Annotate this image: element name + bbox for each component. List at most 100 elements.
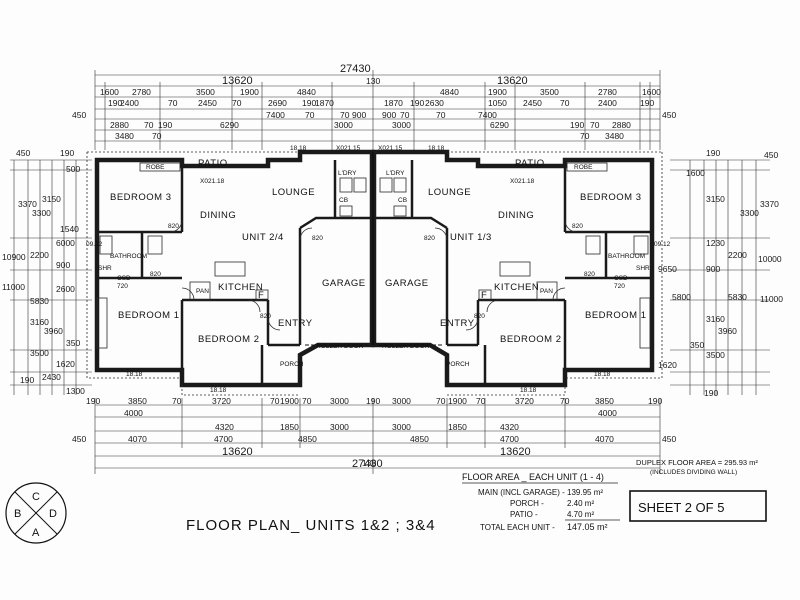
fridge-left-label: F [258,290,264,301]
dim-center-bottom: 130 [362,458,376,468]
dim-label: 3300 [740,208,759,218]
area-heading: FLOOR AREA _ EACH UNIT (1 - 4) [462,472,604,482]
title-block: FLOOR PLAN_ UNITS 1&2 ; 3&4 [186,517,435,534]
fridge-right-label: F [481,290,487,301]
roller-door-left-label: ROLLER DOOR [316,343,364,350]
bedroom-2-right-label: BEDROOM 2 [500,334,562,345]
dim-label: 190 [60,148,74,158]
dim-label: 190 [302,98,316,108]
dim-label: 1620 [658,360,677,370]
window-code-label: 18.18 [428,145,445,152]
dim-label: 5800 [672,292,691,302]
shower-right-label: SHR [636,265,650,272]
kitchen-left-label: KITCHEN [218,282,263,293]
dim-label: 1850 [280,422,299,432]
building-outline [86,149,663,396]
dim-label: 70 [560,98,570,108]
dim-label: 3000 [330,396,349,406]
bathroom-left-label: BATHROOM [110,253,147,260]
dim-half-right-top: 13620 [497,75,528,87]
dim-label: 3500 [196,87,215,97]
dim-label: 900 [56,260,70,270]
unit-2-4-label: UNIT 2/4 [242,232,284,243]
top-dimension-chains: 27430 13620 13620 130 1600 2780 3500 190… [72,63,676,150]
window-code-label: 09.12 [86,241,103,248]
dim-label: 70 [476,396,486,406]
door-size-label: 820 [572,223,583,230]
csd-right-label: CSD [614,275,628,282]
dim-label: 450 [764,150,778,160]
window-code-label: X021.18 [510,178,535,185]
dim-label: 3500 [30,348,49,358]
dim-label: 1600 [686,168,705,178]
dim-label: 70 [305,110,315,120]
dim-label: 450 [662,434,676,444]
door-size-label: 820 [260,313,271,320]
dim-label: 2690 [268,98,287,108]
csd-size-label: 720 [117,283,128,290]
dim-label: 6000 [56,238,75,248]
area-total-value: 147.05 m² [567,522,608,532]
dim-label: 1230 [706,238,725,248]
dim-label: 190 [108,98,122,108]
lounge-left-label: LOUNGE [272,187,315,198]
right-dimension-chains: 450 190 1600 3370 3150 3300 1230 2200 10… [658,148,783,398]
entry-right-label: ENTRY [440,318,475,329]
dim-label: 1620 [56,359,75,369]
dim-label: 190 [86,396,100,406]
dim-label: 70 [232,98,242,108]
dim-label: 7400 [266,110,285,120]
unit-1-3-label: UNIT 1/3 [450,232,492,243]
dim-half-left-bottom: 13620 [222,446,253,458]
area-schedule: FLOOR AREA _ EACH UNIT (1 - 4) MAIN (INC… [462,458,758,532]
dim-label: 190 [20,375,34,385]
bedroom-3-left-label: BEDROOM 3 [110,192,172,203]
dim-label: 4320 [500,422,519,432]
dim-label: 4320 [215,422,234,432]
dim-label: 3500 [706,350,725,360]
cb-right-label: CB [398,197,407,204]
logo-letter-c: C [32,491,40,503]
dim-label: 1870 [315,98,334,108]
area-patio-value: 4.70 m² [567,510,594,519]
dim-label: 3480 [115,131,134,141]
dim-label: 3000 [334,120,353,130]
bedroom-1-right-label: BEDROOM 1 [585,310,647,321]
dim-label: 2450 [198,98,217,108]
dim-label: 350 [66,338,80,348]
dining-left-label: DINING [200,210,236,221]
kitchen-right-label: KITCHEN [494,282,539,293]
dim-label: 190 [706,148,720,158]
dim-label: 5830 [30,296,49,306]
dim-label: 5830 [728,292,747,302]
dim-label: 450 [662,110,676,120]
dim-label: 70 [436,110,446,120]
dim-label: 190 [366,396,380,406]
dim-label: 3300 [32,208,51,218]
area-patio-label: PATIO - [510,510,538,519]
window-code-label: X021.15 [378,145,403,152]
dim-label: 900 [706,264,720,274]
sheet-number: SHEET 2 OF 5 [638,500,724,515]
dim-label: 4850 [410,434,429,444]
dim-label: 1900 [240,87,259,97]
dim-label: 2200 [728,250,747,260]
garage-left-label: GARAGE [322,278,366,289]
dim-label: 70 [144,120,154,130]
dim-label: 3720 [212,396,231,406]
door-size-label: 820 [584,271,595,278]
dim-label: 70 [270,396,280,406]
dim-half-left-top: 13620 [222,75,253,87]
logo-letter-d: D [49,508,57,520]
dim-overall-bottom: 27430 [352,458,383,470]
dim-label: 1900 [488,87,507,97]
sheet-number-box: SHEET 2 OF 5 [629,490,767,522]
door-size-label: 820 [168,223,179,230]
pantry-left-label: PAN [196,288,209,295]
dim-label: 70 [400,110,410,120]
dim-label: 3150 [706,194,725,204]
dim-label: 1540 [60,224,79,234]
dim-label: 1050 [488,98,507,108]
